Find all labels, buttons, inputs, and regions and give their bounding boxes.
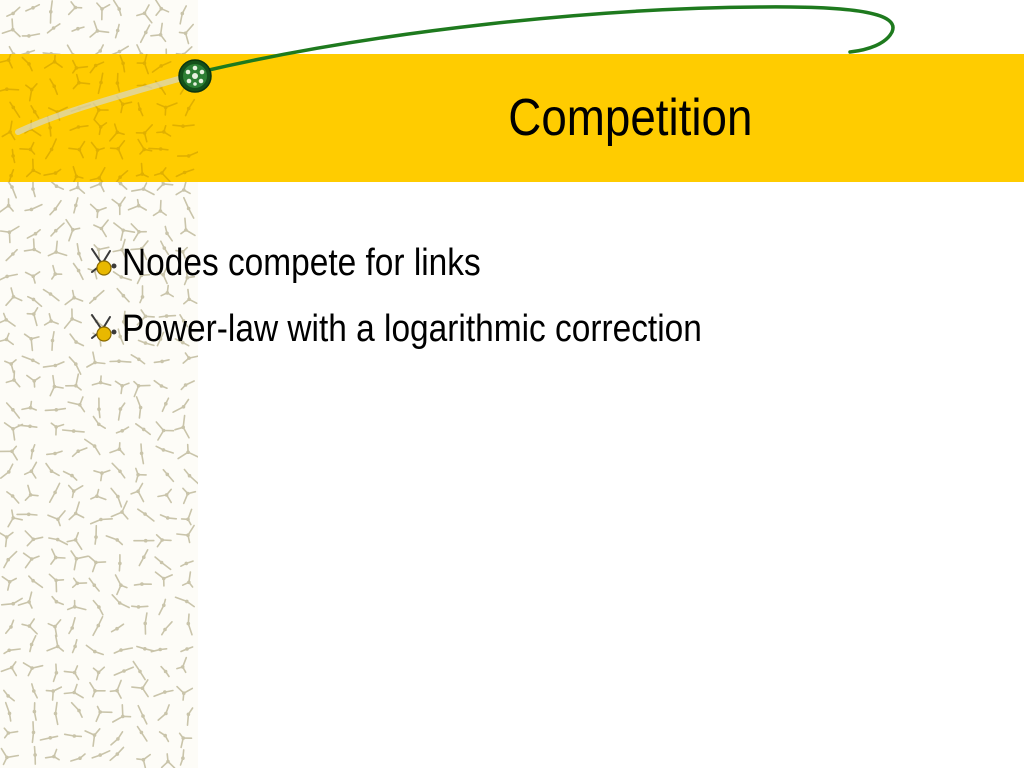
- bullet-text: Nodes compete for links: [122, 241, 481, 284]
- slide-title: Competition: [508, 89, 753, 147]
- title-band-pattern: [0, 54, 198, 182]
- bullet-item: Nodes compete for links: [88, 230, 988, 296]
- bullet-item: Power-law with a logarithmic correction: [88, 296, 988, 362]
- bullet-text: Power-law with a logarithmic correction: [122, 307, 702, 350]
- bullet-list: Nodes compete for links Power-law with a…: [88, 230, 988, 362]
- molecule-bullet-icon: [91, 314, 117, 342]
- network-node-icon: [178, 59, 212, 93]
- molecule-bullet-icon: [91, 248, 117, 276]
